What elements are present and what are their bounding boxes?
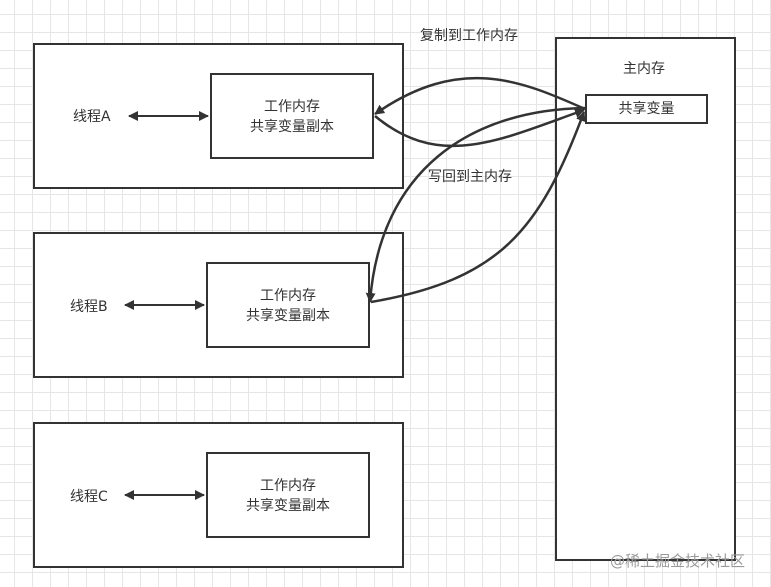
thread-a-memory-title: 工作内存: [264, 99, 320, 115]
copy-arrow-to-thread-a: [374, 76, 586, 116]
copy-to-working-memory-label: 复制到工作内存: [420, 28, 518, 44]
thread-b-working-memory: 工作内存 共享变量副本: [206, 262, 370, 348]
thread-c-label: 线程C: [70, 489, 108, 505]
thread-b-label: 线程B: [70, 299, 108, 315]
thread-a-working-memory: 工作内存 共享变量副本: [210, 73, 374, 159]
thread-c-working-memory: 工作内存 共享变量副本: [206, 452, 370, 538]
watermark: @稀土掘金技术社区: [610, 552, 746, 570]
thread-a-memory-subtitle: 共享变量副本: [250, 119, 334, 135]
thread-c-memory-subtitle: 共享变量副本: [246, 498, 330, 514]
shared-variable-label: 共享变量: [618, 101, 675, 117]
thread-b-memory-subtitle: 共享变量副本: [246, 308, 330, 324]
thread-b-memory-title: 工作内存: [260, 288, 316, 304]
write-back-to-main-memory-label: 写回到主内存: [428, 169, 512, 185]
shared-variable-box: 共享变量: [585, 94, 708, 124]
thread-a-label: 线程A: [73, 109, 111, 125]
thread-c-memory-title: 工作内存: [260, 478, 316, 494]
writeback-arrow-from-thread-a: [374, 108, 585, 147]
main-memory-title: 主内存: [623, 61, 665, 77]
